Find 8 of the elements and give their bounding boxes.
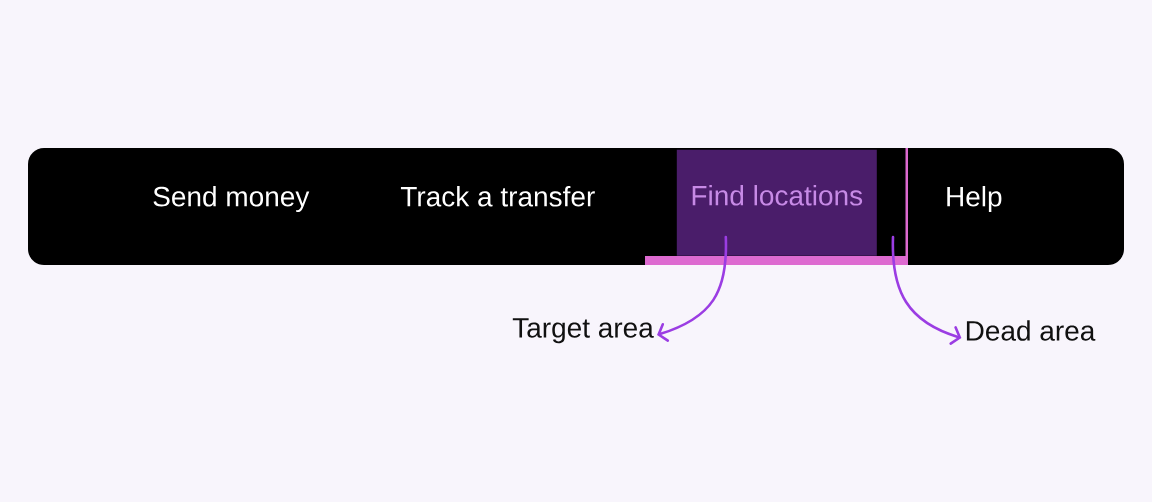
nav-link: Send money [153, 186, 310, 213]
annotation-label: Target area [512, 318, 654, 344]
nav-link: Track a transfer [400, 186, 595, 207]
curved-arrow [891, 235, 962, 345]
annotation-label: Dead area [966, 320, 1096, 341]
nav-link: Help [947, 186, 1002, 213]
curved-arrow [657, 235, 728, 342]
highlighted-nav-link: Find locations [676, 149, 877, 256]
